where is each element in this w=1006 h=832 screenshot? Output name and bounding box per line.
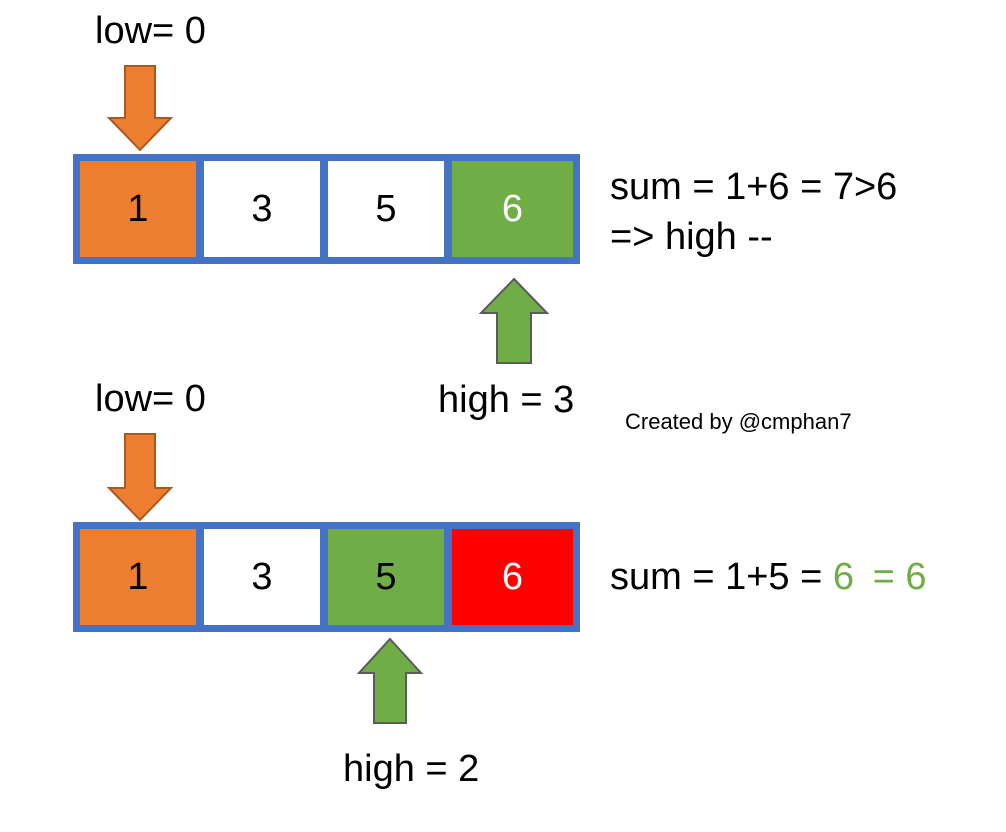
step2-sum-result: 6 [832,556,855,598]
step1-low-label: low= 0 [95,10,206,52]
step1-high-label: high = 3 [438,379,575,421]
step1-array: 1 3 5 6 [73,154,580,264]
step1-action-line: => high -- [610,216,773,258]
step2-cell-3: 6 [452,529,573,625]
arrow-down-icon [106,433,174,522]
arrow-up-icon [478,277,550,364]
step2-array: 1 3 5 6 [73,522,580,632]
step1-cell-3: 6 [452,161,573,257]
step2-low-label: low= 0 [95,378,206,420]
step2-cell-1: 3 [204,529,320,625]
step2-cell-0: 1 [80,529,196,625]
step2-high-label: high = 2 [343,748,480,790]
credit-text: Created by @cmphan7 [625,409,852,434]
arrow-up-icon [356,637,424,724]
step2-sum-line: sum = 1+5 = 6 = 6 [610,558,926,596]
step1-cell-1: 3 [204,161,320,257]
step1-sum-line: sum = 1+6 = 7>6 [610,166,898,208]
arrow-down-icon [106,65,174,152]
step2-sum-target: = 6 [872,556,927,598]
step2-sum-prefix: sum = 1+5 = [610,556,823,598]
step1-cell-0: 1 [80,161,196,257]
step2-cell-2: 5 [328,529,444,625]
step1-cell-2: 5 [328,161,444,257]
